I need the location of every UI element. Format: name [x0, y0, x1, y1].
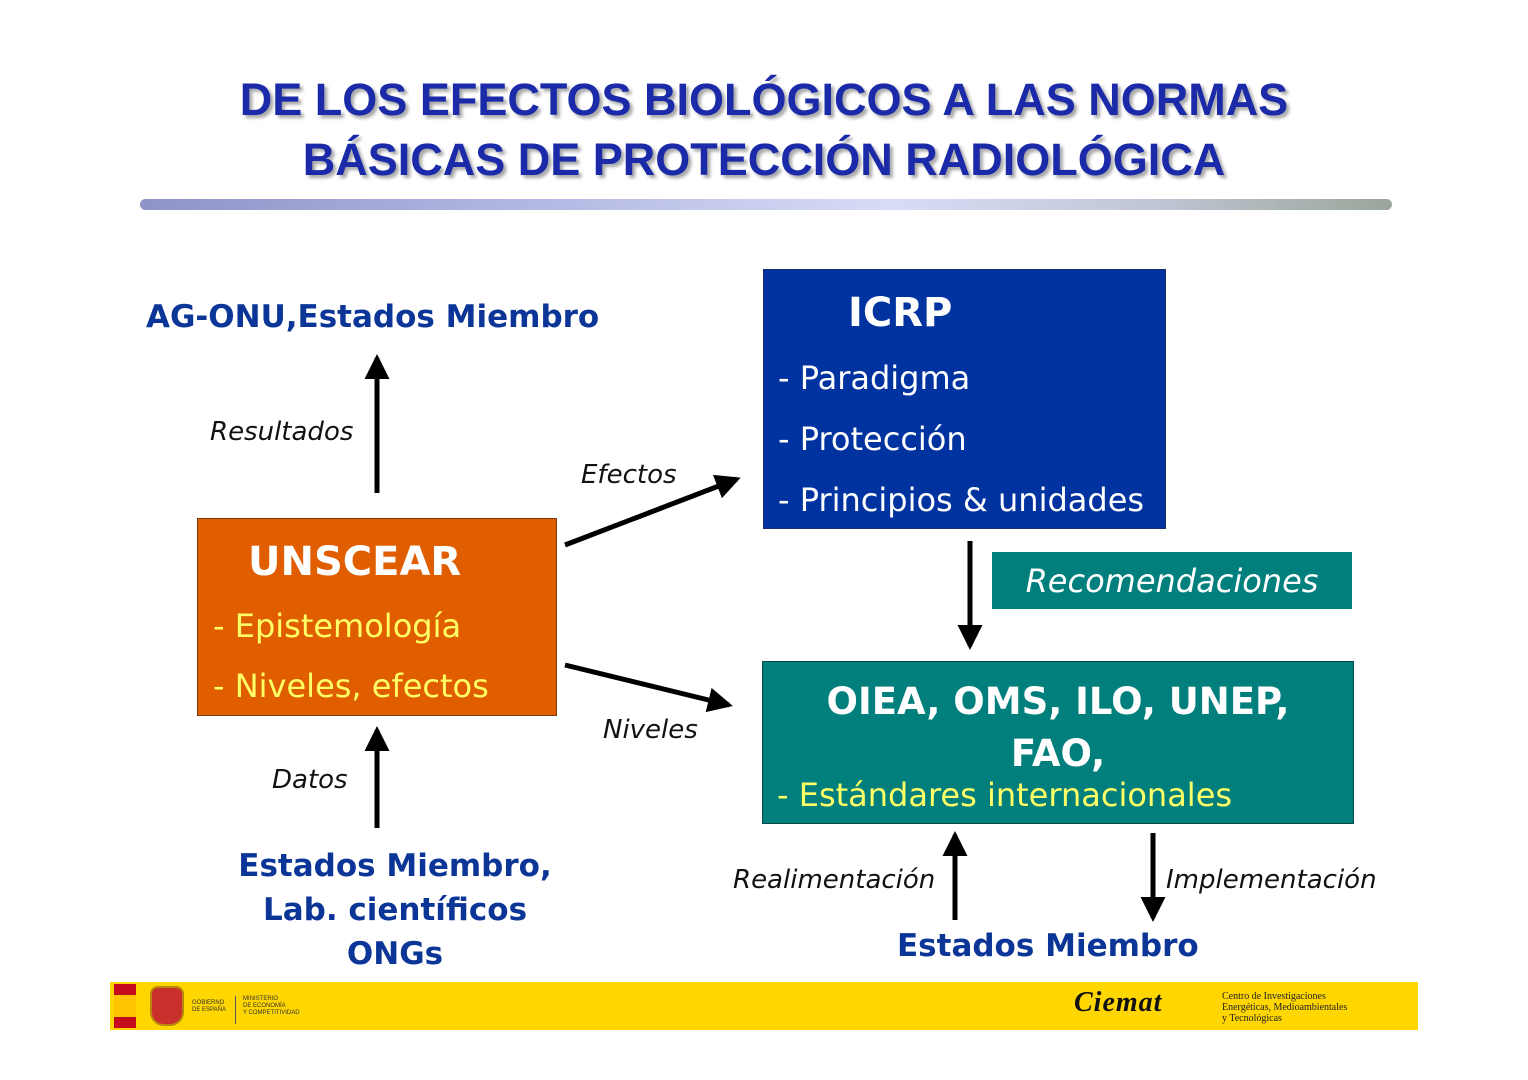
arrow-niveles	[564, 662, 733, 713]
ciemat-subtitle-line-2: Energéticas, Medioambientales	[1222, 1002, 1348, 1013]
recomendaciones-label: Recomendaciones	[1025, 562, 1319, 600]
oiea-box: OIEA, OMS, ILO, UNEP, FAO, - Estándares …	[762, 661, 1354, 824]
footer-gobierno: GOBIERNO DE ESPAÑA	[192, 1000, 226, 1014]
icrp-box: ICRP - Paradigma - Protección - Principi…	[763, 269, 1166, 529]
coat-of-arms-icon	[150, 986, 184, 1026]
icrp-item-paradigma: - Paradigma	[778, 359, 971, 397]
icrp-title: ICRP	[848, 290, 953, 336]
arrow-efectos	[564, 474, 741, 548]
spain-flag-icon	[114, 984, 136, 1028]
ciemat-logo: Ciemat	[1074, 987, 1163, 1018]
unscear-item-niveles: - Niveles, efectos	[213, 667, 489, 705]
footer-separator	[235, 996, 236, 1024]
label-efectos: Efectos	[581, 460, 677, 490]
slide-title-line-1: DE LOS EFECTOS BIOLÓGICOS A LAS NORMAS	[239, 74, 1289, 125]
title-divider	[140, 199, 1392, 210]
unscear-box: UNSCEAR - Epistemología - Niveles, efect…	[197, 518, 557, 716]
oiea-title: OIEA, OMS, ILO, UNEP, FAO,	[763, 676, 1353, 780]
footer-bar	[110, 982, 1418, 1030]
footer-ministerio: MINISTERIO DE ECONOMÍA Y COMPETITIVIDAD	[243, 996, 300, 1017]
ciemat-subtitle-line-1: Centro de Investigaciones	[1222, 991, 1326, 1002]
label-estados-lab-ongs: Estados Miembro, Lab. científicos ONGs	[205, 844, 585, 976]
label-datos: Datos	[272, 765, 348, 795]
unscear-title: UNSCEAR	[248, 539, 462, 585]
icrp-item-principios: - Principios & unidades	[778, 481, 1145, 519]
label-realimentacion: Realimentación	[733, 865, 936, 895]
label-resultados: Resultados	[210, 417, 354, 447]
label-estados-line-1: Estados Miembro,	[238, 848, 552, 884]
ciemat-subtitle: Centro de Investigaciones Energéticas, M…	[1222, 991, 1347, 1024]
footer-gobierno-line-1: GOBIERNO	[192, 1000, 225, 1006]
footer-ministerio-line-2: DE ECONOMÍA	[243, 1003, 286, 1009]
oiea-item-estandares: - Estándares internacionales	[777, 776, 1233, 814]
icrp-item-proteccion: - Protección	[778, 420, 967, 458]
slide-title: DE LOS EFECTOS BIOLÓGICOS A LAS NORMAS B…	[0, 70, 1528, 190]
footer-gobierno-line-2: DE ESPAÑA	[192, 1007, 226, 1013]
slide-title-line-2: BÁSICAS DE PROTECCIÓN RADIOLÓGICA	[302, 134, 1226, 185]
unscear-item-epistemologia: - Epistemología	[213, 607, 462, 645]
footer-ministerio-line-3: Y COMPETITIVIDAD	[243, 1010, 300, 1016]
label-ag-onu: AG-ONU,Estados Miembro	[146, 299, 600, 335]
label-estados-miembro: Estados Miembro	[897, 928, 1199, 964]
label-estados-line-2: Lab. científicos	[262, 892, 528, 928]
recomendaciones-box: Recomendaciones	[992, 552, 1352, 609]
oiea-title-line-2: FAO,	[1010, 732, 1106, 775]
label-niveles: Niveles	[603, 715, 698, 745]
oiea-title-line-1: OIEA, OMS, ILO, UNEP,	[826, 680, 1290, 723]
footer-ministerio-line-1: MINISTERIO	[243, 996, 279, 1002]
ciemat-subtitle-line-3: y Tecnológicas	[1222, 1013, 1282, 1024]
label-implementacion: Implementación	[1166, 865, 1377, 895]
label-estados-line-3: ONGs	[346, 936, 444, 972]
